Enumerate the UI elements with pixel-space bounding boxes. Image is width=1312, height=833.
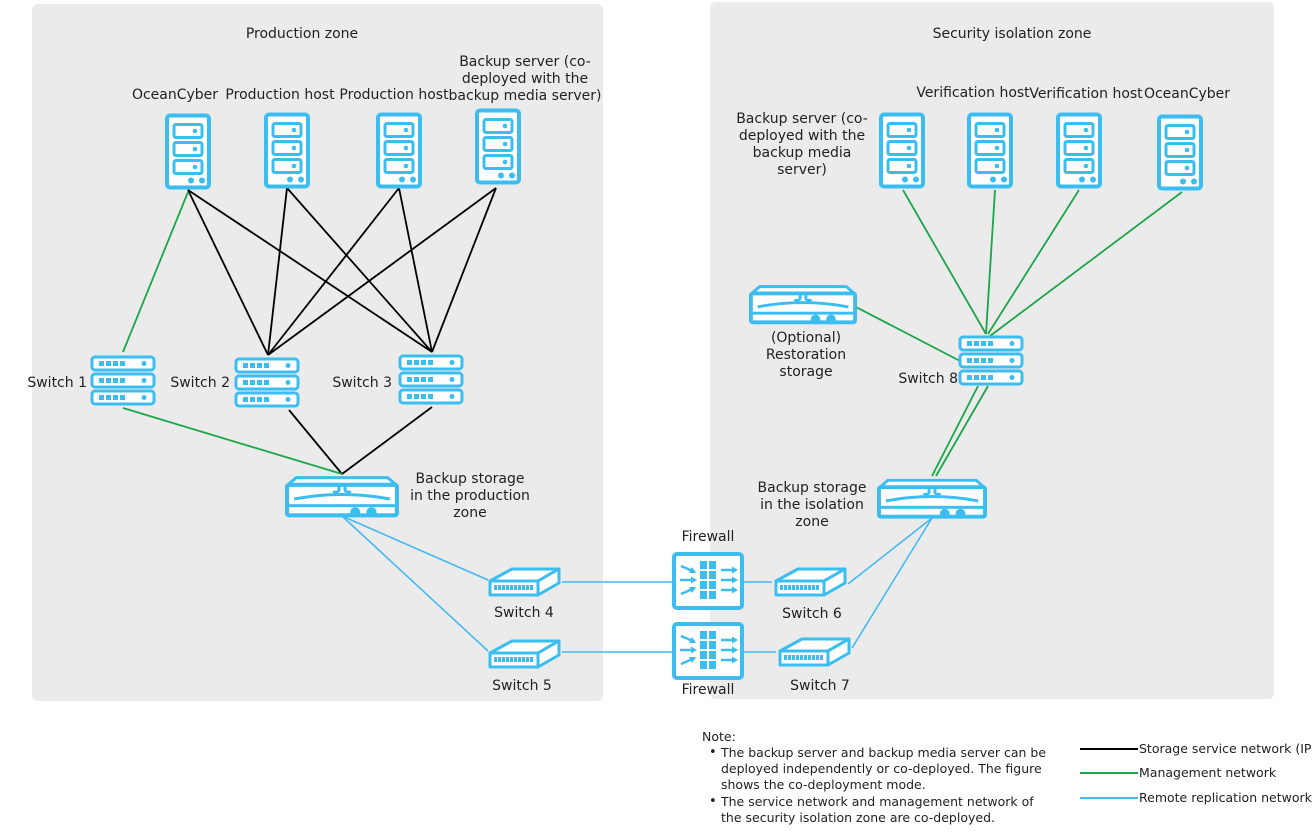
switch-4-label: Switch 4 xyxy=(494,605,554,621)
switch-8-rack-icon xyxy=(958,335,1024,386)
production-zone-title: Production zone xyxy=(245,26,359,42)
switch-7-label: Switch 7 xyxy=(790,678,850,694)
oceancyber-iso-label: OceanCyber xyxy=(1143,86,1231,102)
link-prodhost2-switch2 xyxy=(267,187,400,356)
devices xyxy=(90,111,1201,680)
switch-3-label: Switch 3 xyxy=(332,375,392,391)
verification-host-2-server-icon xyxy=(1058,115,1100,187)
switch-2-rack-icon xyxy=(234,357,300,408)
link-prodhost1-switch3 xyxy=(286,187,433,353)
link-oceancyber-switch1 xyxy=(122,191,189,353)
production-host-2-label: Production host xyxy=(339,87,449,103)
backup-server-iso-server-icon xyxy=(881,115,923,187)
legend-label: Storage service network (IP) xyxy=(1139,741,1312,756)
oceancyber-prod-server-icon xyxy=(167,116,209,188)
switch-4-icon xyxy=(488,567,561,597)
switch-6-icon xyxy=(774,567,847,597)
backup-storage-prod-icon xyxy=(287,478,397,518)
link-oceancyberiso-switch8 xyxy=(989,191,1183,337)
firewall-2-icon xyxy=(672,622,744,680)
legend-line-green xyxy=(1080,772,1138,774)
production-host-1-server-icon xyxy=(266,115,308,187)
note-item: The backup server and backup media serve… xyxy=(708,745,1058,793)
link-switch3-backupstorage xyxy=(341,406,433,475)
production-host-2-server-icon xyxy=(378,115,420,187)
note-item: The service network and management netwo… xyxy=(708,794,1058,826)
switch-8-label: Switch 8 xyxy=(898,371,958,387)
switch-2-label: Switch 2 xyxy=(170,375,230,391)
production-host-1-label: Production host xyxy=(225,87,335,103)
link-restoration-switch8 xyxy=(851,304,963,363)
link-backupstorage-switch4 xyxy=(341,515,489,581)
link-oceancyber-switch3 xyxy=(187,189,433,353)
legend-line-blue xyxy=(1080,797,1138,799)
backup-server-prod-server-icon xyxy=(477,111,519,183)
legend-line-black xyxy=(1080,748,1138,750)
backup-server-prod-label: Backup server (co-deployed with the back… xyxy=(448,54,602,104)
switch-5-label: Switch 5 xyxy=(492,678,552,694)
link-switch1-backupstorage xyxy=(122,407,343,475)
link-verifhost1-switch8 xyxy=(985,189,996,335)
link-switch8-backupstorageiso-b xyxy=(935,385,989,477)
link-switch6-backupstorageiso xyxy=(847,517,933,585)
link-backupserveriso-switch8 xyxy=(902,189,987,335)
link-switch7-backupstorageiso xyxy=(851,517,933,649)
firewall-2-label: Firewall xyxy=(681,682,735,698)
link-prodhost2-switch3 xyxy=(398,187,433,353)
note-list: The backup server and backup media serve… xyxy=(708,745,1058,827)
oceancyber-prod-label: OceanCyber xyxy=(131,87,219,103)
link-switch2-backupstorage xyxy=(288,409,343,475)
link-backupstorage-switch5 xyxy=(341,515,489,652)
note-title: Note: xyxy=(702,729,736,744)
verification-host-1-server-icon xyxy=(969,115,1011,187)
link-prodhost1-switch2 xyxy=(267,187,288,356)
legend-label: Remote replication network xyxy=(1139,790,1312,805)
link-switch8-backupstorageiso-a xyxy=(931,385,979,477)
backup-storage-prod-label: Backup storage in the production zone xyxy=(410,471,530,521)
switch-1-rack-icon xyxy=(90,355,156,406)
switch-3-rack-icon xyxy=(398,354,464,405)
switch-6-label: Switch 6 xyxy=(782,606,842,622)
link-backupserver-switch2 xyxy=(267,187,497,356)
switch-5-icon xyxy=(488,639,561,669)
isolation-zone-title: Security isolation zone xyxy=(932,26,1092,42)
backup-storage-iso-label: Backup storage in the isolation zone xyxy=(757,480,867,530)
restoration-storage-label: (Optional) Restoration storage xyxy=(765,330,847,380)
link-backupserver-switch3 xyxy=(431,187,497,353)
firewall-1-icon xyxy=(672,552,744,610)
switch-7-icon xyxy=(778,637,851,667)
oceancyber-iso-server-icon xyxy=(1159,117,1201,189)
connection-lines xyxy=(122,187,1183,653)
switch-1-label: Switch 1 xyxy=(27,375,87,391)
verification-host-2-label: Verification host xyxy=(1029,86,1143,102)
firewall-1-label: Firewall xyxy=(681,529,735,545)
link-verifhost2-switch8 xyxy=(987,189,1080,335)
backup-storage-iso-icon xyxy=(879,480,985,518)
link-oceancyber-switch2 xyxy=(187,189,269,356)
legend-label: Management network xyxy=(1139,765,1277,780)
verification-host-1-label: Verification host xyxy=(916,85,1030,101)
backup-server-iso-label: Backup server (co-deployed with the back… xyxy=(736,111,868,178)
restoration-storage-icon xyxy=(751,287,855,325)
